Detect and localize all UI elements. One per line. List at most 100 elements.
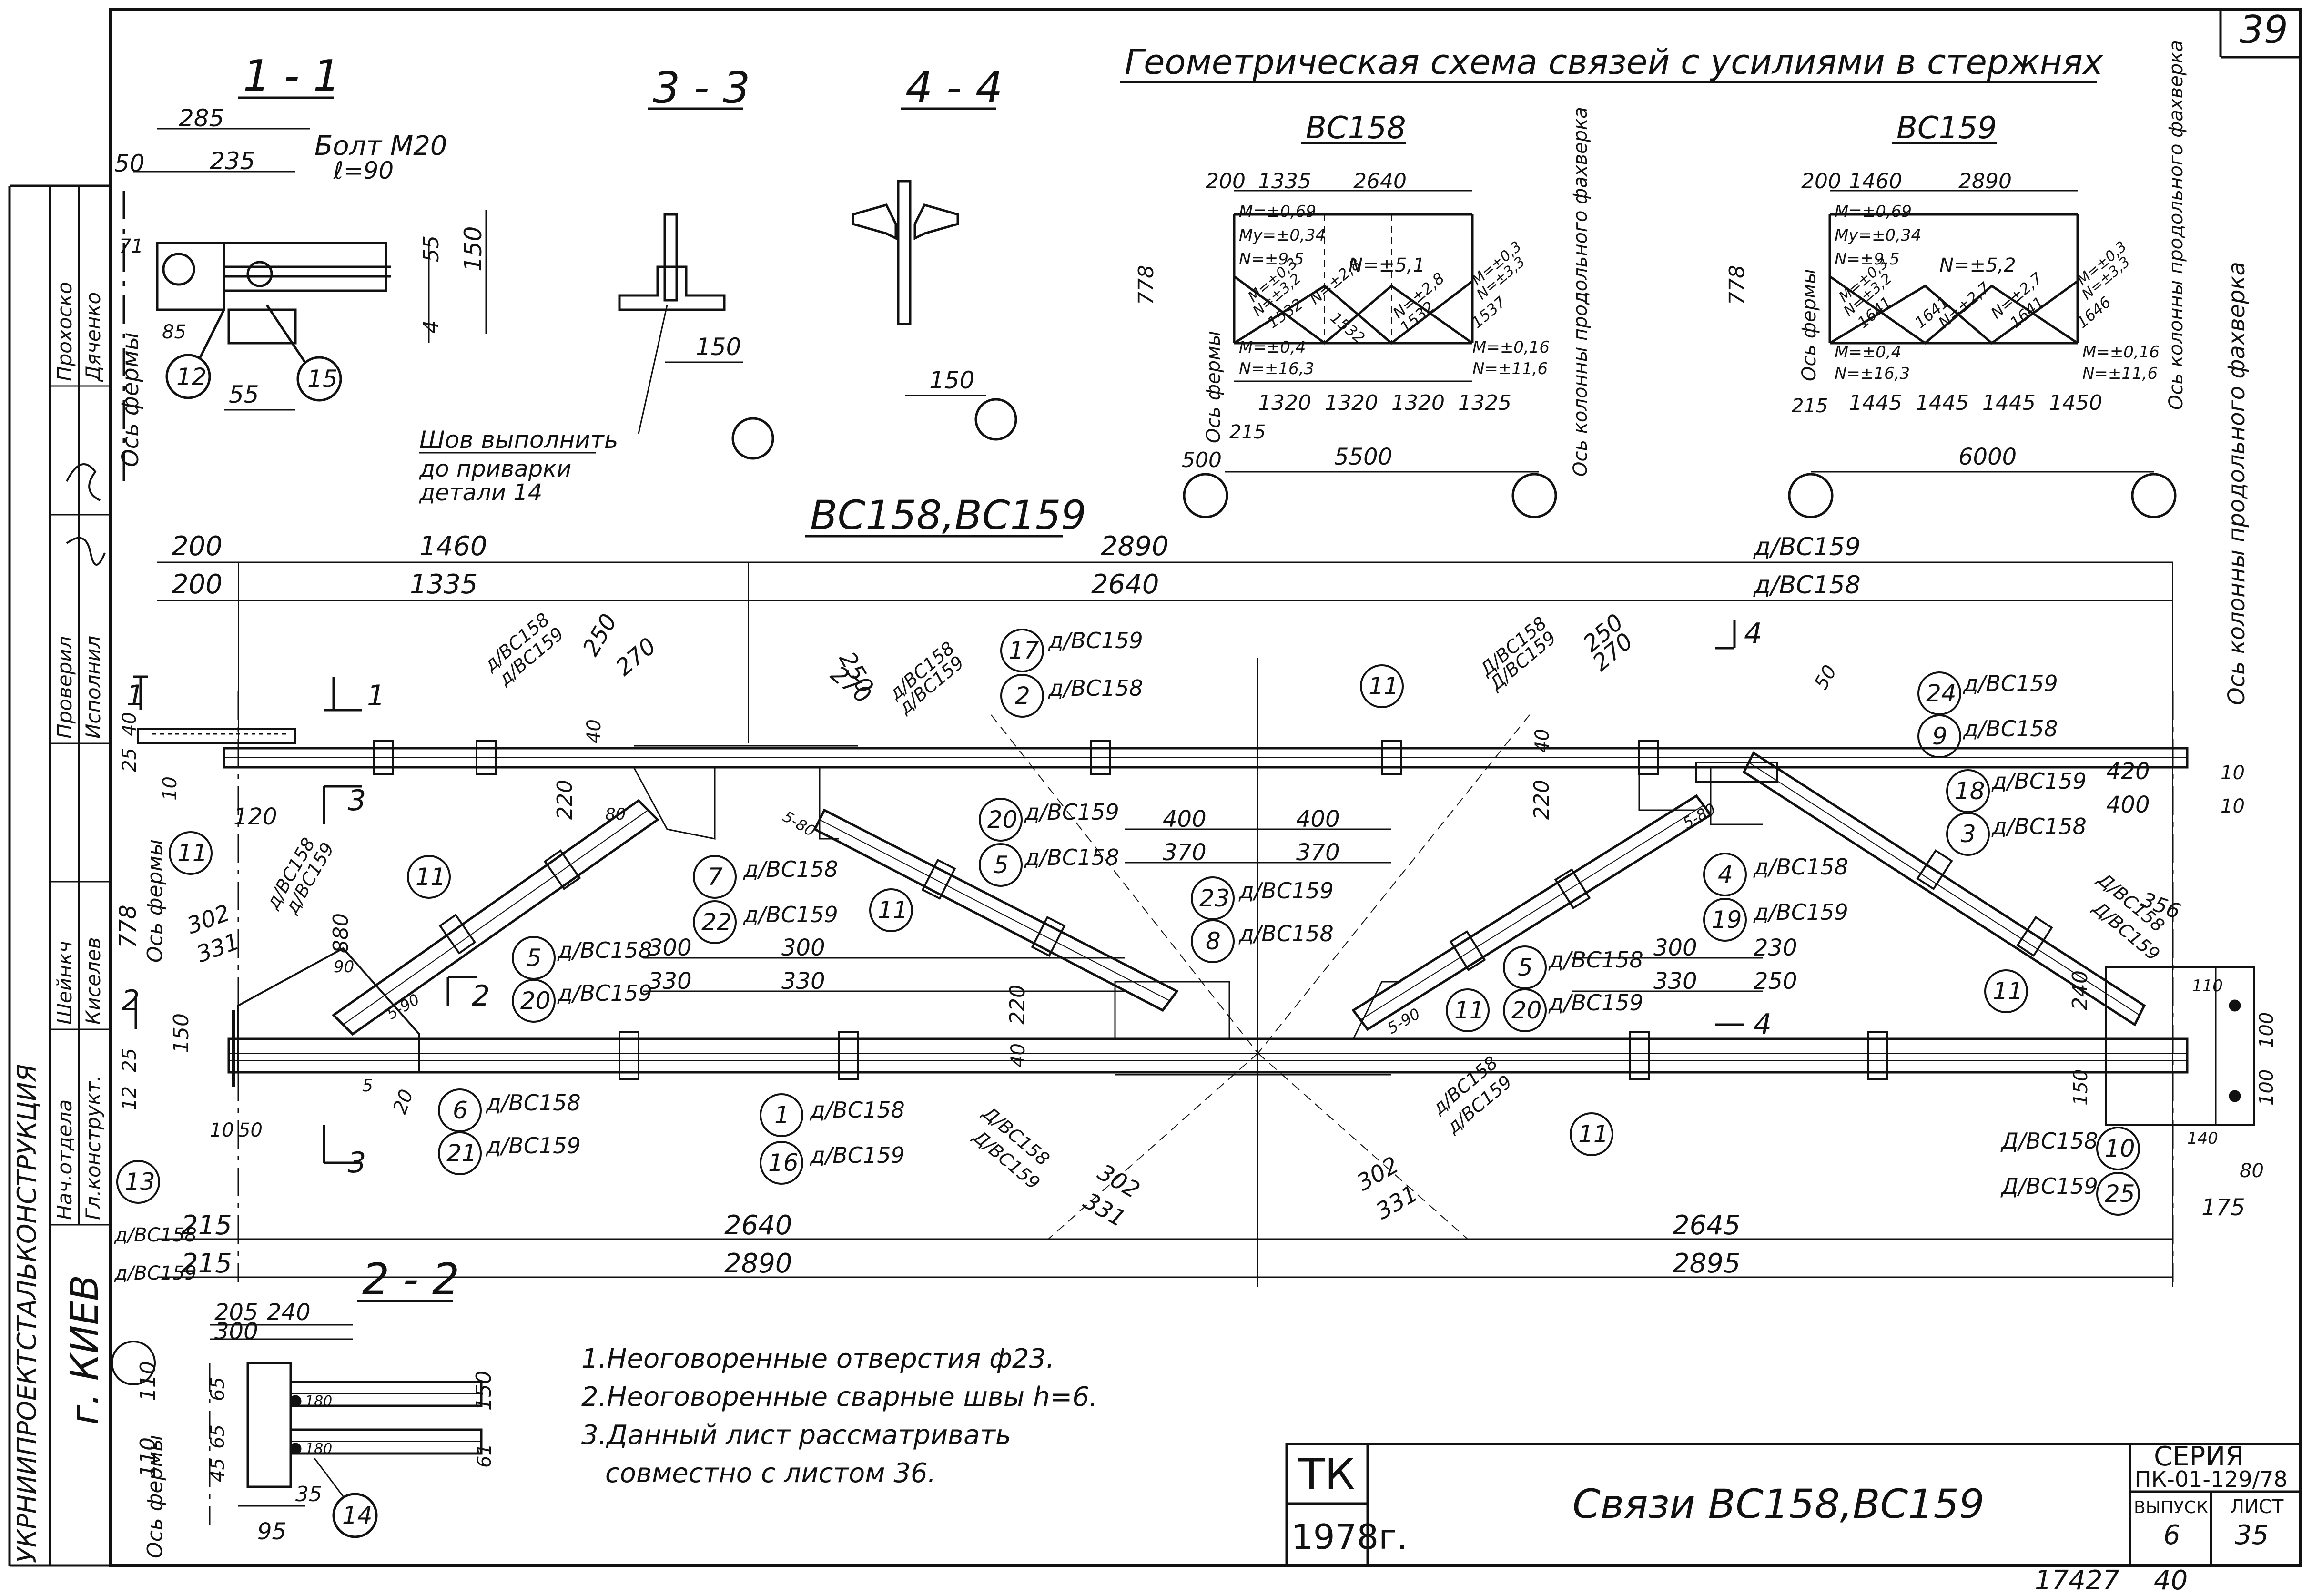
svg-text:4: 4 <box>1744 617 1762 651</box>
marker-20b <box>512 979 556 1023</box>
svg-text:Ось фермы: Ось фермы <box>1798 269 1820 381</box>
svg-text:2640: 2640 <box>1091 569 1159 600</box>
svg-text:3: 3 <box>348 1146 366 1179</box>
svg-text:ВС158: ВС158 <box>1306 111 1406 146</box>
svg-text:85: 85 <box>162 321 186 343</box>
svg-text:215: 215 <box>181 1248 232 1279</box>
svg-text:61: 61 <box>474 1444 496 1468</box>
svg-text:N=±5,1: N=±5,1 <box>1349 254 1425 276</box>
svg-text:д/ВС159: д/ВС159 <box>1753 533 1861 561</box>
marker-12-label: 12 <box>176 363 207 391</box>
svg-text:д/ВС158: д/ВС158 <box>1548 947 1643 973</box>
marker-11e <box>1446 988 1490 1032</box>
svg-text:175: 175 <box>2201 1194 2245 1221</box>
svg-text:140: 140 <box>2187 1129 2218 1148</box>
bolt-length: ℓ=90 <box>333 157 394 184</box>
svg-text:240: 240 <box>267 1299 311 1326</box>
svg-text:1320: 1320 <box>1258 391 1311 415</box>
svg-text:215: 215 <box>1229 421 1266 443</box>
svg-text:11: 11 <box>177 839 208 867</box>
svg-text:215: 215 <box>1792 395 1828 417</box>
marker-10 <box>2096 1127 2140 1170</box>
svg-text:2895: 2895 <box>1673 1248 1741 1279</box>
svg-text:д/ВС158: д/ВС158 <box>743 856 838 882</box>
svg-text:д/ВС159: д/ВС159 <box>557 980 652 1006</box>
svg-text:50: 50 <box>1810 661 1841 693</box>
sheet-title: Связи ВС158,ВС159 <box>1572 1481 1985 1527</box>
side-stamp-org: УКРНИИПРОЕКТСТАЛЬКОНСТРУКЦИЯ <box>12 1064 42 1563</box>
svg-text:4: 4 <box>1754 1008 1772 1041</box>
svg-text:150: 150 <box>472 1371 496 1411</box>
svg-text:д/ВС159: д/ВС159 <box>1548 990 1643 1016</box>
svg-text:M=±0,69: M=±0,69 <box>1239 202 1316 221</box>
svg-text:25: 25 <box>119 1048 141 1072</box>
svg-text:2640: 2640 <box>724 1210 792 1241</box>
svg-text:150: 150 <box>696 333 741 361</box>
svg-text:11: 11 <box>1578 1120 1609 1148</box>
section-2-2-title: 2 - 2 <box>362 1254 459 1304</box>
bolt-plates <box>373 740 2053 1080</box>
svg-text:880: 880 <box>329 913 353 953</box>
svg-text:5: 5 <box>994 851 1009 879</box>
sheet-label: ЛИСТ <box>2230 1496 2284 1518</box>
svg-text:25: 25 <box>119 748 141 772</box>
svg-text:250: 250 <box>1754 968 1797 995</box>
svg-text:24: 24 <box>1926 680 1957 707</box>
svg-text:11: 11 <box>1454 996 1485 1024</box>
tk-mark: ТК <box>1298 1450 1355 1500</box>
series-value: ПК-01-129/78 <box>2135 1466 2288 1492</box>
svg-text:150: 150 <box>929 366 974 394</box>
svg-text:4: 4 <box>1718 861 1733 888</box>
issue-label: ВЫПУСК <box>2134 1498 2208 1517</box>
svg-text:5: 5 <box>527 944 542 972</box>
svg-text:д/ВС159: д/ВС159 <box>810 1142 905 1168</box>
svg-text:2: 2 <box>1015 682 1030 710</box>
svg-text:5-80: 5-80 <box>780 807 819 840</box>
svg-text:1460: 1460 <box>419 531 487 562</box>
sheet-frame <box>8 8 2302 1567</box>
svg-text:300: 300 <box>781 935 825 961</box>
svg-text:Ось колонны продольного фахвер: Ось колонны продольного фахверка <box>1570 107 1592 477</box>
axis-truss-main: Ось фермы <box>143 839 167 963</box>
marker-20a <box>979 798 1023 842</box>
stamp-name-4: Исполнил <box>81 636 105 739</box>
svg-text:N=±16,3: N=±16,3 <box>1239 359 1314 378</box>
svg-text:M=±0,4: M=±0,4 <box>1835 343 1901 362</box>
svg-text:90: 90 <box>334 957 354 976</box>
svg-text:150: 150 <box>459 226 487 272</box>
svg-text:1: 1 <box>126 679 144 712</box>
marker-15-label: 15 <box>307 365 338 393</box>
svg-text:2: 2 <box>122 984 140 1017</box>
svg-text:20: 20 <box>987 806 1018 834</box>
svg-text:45: 45 <box>207 1458 229 1482</box>
svg-text:35: 35 <box>295 1482 322 1506</box>
svg-text:55: 55 <box>229 381 259 408</box>
svg-text:10: 10 <box>210 1119 234 1141</box>
svg-text:1320: 1320 <box>1391 391 1445 415</box>
main-elevation: ВС158,ВС159 <box>114 262 2278 1287</box>
svg-text:1320: 1320 <box>1325 391 1378 415</box>
svg-text:25: 25 <box>2105 1180 2135 1208</box>
svg-text:11: 11 <box>416 863 446 891</box>
svg-text:65: 65 <box>207 1424 229 1449</box>
svg-text:7: 7 <box>708 863 723 891</box>
svg-text:250: 250 <box>578 610 622 661</box>
svg-text:д/ВС159: д/ВС159 <box>743 902 838 927</box>
svg-text:2640: 2640 <box>1353 169 1407 193</box>
axis-column-main: Ось колонны продольного фахверка <box>2223 262 2250 705</box>
svg-text:220: 220 <box>1530 780 1554 820</box>
weld-hatches <box>152 733 1391 1076</box>
svg-text:300: 300 <box>648 935 692 961</box>
svg-text:21: 21 <box>446 1139 477 1167</box>
section-4-4-title: 4 - 4 <box>905 63 1003 113</box>
stamp-role-3: Шейнкч <box>53 941 76 1025</box>
svg-text:220: 220 <box>553 780 577 820</box>
svg-text:N=±9,5: N=±9,5 <box>1835 250 1899 269</box>
svg-text:д/ВС159: д/ВС159 <box>1963 671 2058 696</box>
svg-text:2890: 2890 <box>1958 169 2012 193</box>
svg-text:N=±9,5: N=±9,5 <box>1239 250 1304 269</box>
marker-11a <box>169 831 213 875</box>
svg-text:д/ВС158: д/ВС158 <box>114 1224 197 1246</box>
svg-text:9: 9 <box>1932 722 1947 750</box>
